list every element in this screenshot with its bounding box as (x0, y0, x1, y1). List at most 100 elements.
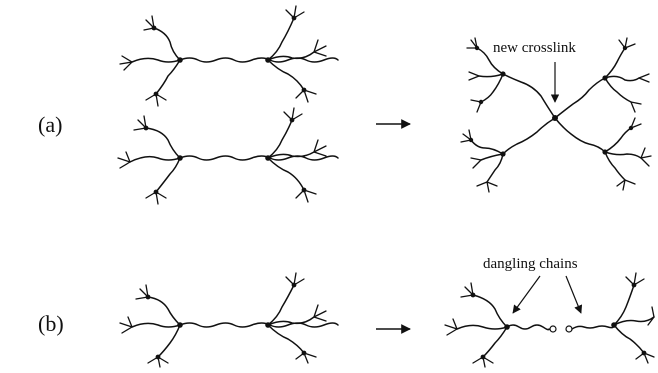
molecule-b (119, 272, 339, 368)
arm-chain (486, 153, 504, 183)
dangling-chains-label: dangling chains (483, 256, 578, 272)
arm-chain (145, 127, 181, 159)
arm-chain (480, 73, 504, 103)
arm-chain (613, 316, 655, 326)
branch-end (468, 71, 480, 81)
bridge-chain (179, 322, 339, 328)
branch-node (628, 125, 634, 131)
branch-node (470, 292, 476, 298)
arm-chain (153, 27, 181, 61)
panel-b-label: (b) (38, 311, 64, 336)
crosslink-node (500, 71, 506, 77)
branch-end (295, 189, 317, 203)
branch-node (622, 45, 628, 51)
arm-chain (267, 151, 315, 159)
branch-node (291, 15, 297, 21)
dangling-chain-arrow-left (512, 275, 541, 314)
branch-end (616, 179, 636, 191)
arm-chain (157, 324, 181, 358)
arm-chain (155, 59, 181, 95)
branch-end (117, 151, 131, 169)
arm-chain (480, 153, 504, 161)
branch-node (474, 45, 480, 51)
new-crosslink-node (552, 115, 558, 121)
arm-chain (267, 316, 315, 326)
arm-chain (456, 324, 508, 330)
crosslink-node (602, 75, 608, 81)
arm-chain (267, 51, 315, 61)
crosslink-node (602, 149, 608, 155)
crosslink-node (265, 57, 271, 63)
arm-chain (604, 151, 642, 159)
arm-chain (554, 77, 606, 119)
branch-node (301, 187, 307, 193)
branch-node (478, 99, 484, 105)
molecule-a-top (119, 5, 339, 107)
dangling-chain (571, 324, 615, 330)
crosslink-node (177, 155, 183, 161)
arm-chain (131, 57, 181, 63)
arm-chain (502, 73, 556, 119)
crosslink-node (265, 155, 271, 161)
crosslink-node (177, 322, 183, 328)
arm-chain (482, 326, 508, 358)
arm-chain (155, 157, 181, 193)
crosslink-node (504, 324, 510, 330)
branch-end (295, 89, 317, 103)
arm-chain (131, 322, 181, 328)
panel-a-label: (a) (38, 112, 62, 137)
arm-chain (554, 117, 606, 153)
arm-chain (267, 157, 305, 191)
dangling-chain-arrow-right (565, 275, 583, 314)
branch-node (289, 117, 295, 123)
molecule-a-result (460, 37, 652, 193)
arm-chain (604, 77, 632, 103)
bridge-chain (179, 57, 339, 63)
branch-node (641, 350, 647, 356)
crosslink-node (611, 322, 617, 328)
branch-node (480, 354, 486, 360)
arm-chain (604, 75, 640, 82)
branch-node (155, 354, 161, 360)
branch-node (153, 189, 159, 195)
dangling-chain (506, 324, 550, 331)
arm-chain (267, 284, 295, 326)
branch-end (647, 306, 655, 326)
arm-chain (129, 155, 181, 163)
branch-end (470, 157, 482, 169)
branch-node (631, 282, 637, 288)
dangling-chain-end (565, 325, 573, 333)
molecule-a-bottom (117, 107, 339, 205)
arm-chain (472, 294, 508, 328)
arm-chain (604, 47, 626, 79)
dangling-chain-end (549, 325, 557, 333)
arm-chain (147, 296, 181, 326)
arm-chain (267, 119, 293, 159)
arm-chain (613, 324, 645, 354)
arm-chain (267, 324, 305, 354)
branch-node (145, 294, 151, 300)
arm-chain (267, 17, 295, 61)
arm-chain (604, 127, 632, 153)
branch-node (153, 91, 159, 97)
branch-node (143, 125, 149, 131)
branch-end (313, 304, 327, 322)
branch-node (301, 350, 307, 356)
branch-end (638, 73, 650, 83)
branch-end (313, 139, 327, 157)
branch-node (151, 25, 157, 31)
arm-chain (470, 139, 504, 155)
crosslink-node (177, 57, 183, 63)
branch-end (295, 352, 317, 364)
branch-node (291, 282, 297, 288)
branch-end (119, 316, 133, 334)
branch-end (313, 39, 327, 57)
molecule-b-result (444, 272, 655, 368)
arm-chain (267, 59, 305, 91)
branch-end (630, 101, 642, 113)
branch-node (468, 137, 474, 143)
branch-node (301, 87, 307, 93)
branch-end (444, 318, 458, 336)
arm-chain (502, 117, 556, 155)
